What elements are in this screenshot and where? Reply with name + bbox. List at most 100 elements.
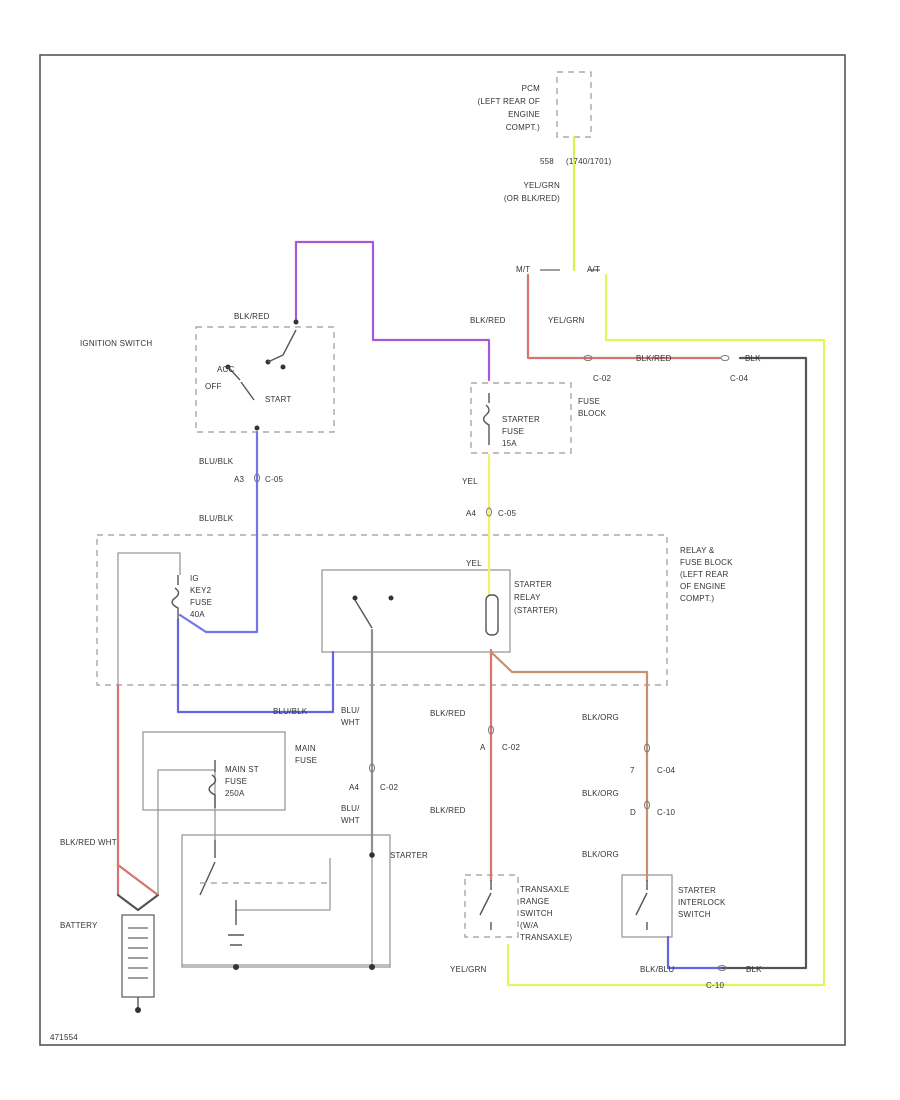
- ign-switch-arm: [240, 381, 255, 401]
- battery-ground-dot: [135, 1007, 141, 1013]
- starter-fuse-symbol: [482, 393, 490, 445]
- c10-pin: D: [630, 808, 636, 817]
- wire-battery-cross: [116, 893, 160, 912]
- connector-c02-b: [369, 763, 375, 773]
- ignition-switch-box: [195, 326, 335, 433]
- transaxle-1: TRANSAXLE: [520, 885, 569, 894]
- ign-switch-lever: [227, 329, 297, 381]
- pcm-label-4: COMPT.): [506, 123, 540, 132]
- fuse-block-title-1: FUSE: [578, 397, 600, 406]
- ign-acc-label: ACC: [217, 365, 235, 374]
- c02-b-conn: C-02: [380, 783, 398, 792]
- fuse-block-box: [470, 382, 572, 454]
- connector-c04-b: [644, 743, 650, 753]
- wire-blkred-2-label: BLK/RED: [636, 354, 672, 363]
- wire-blublk-ign: [178, 430, 259, 634]
- interlock-3: SWITCH: [678, 910, 711, 919]
- starter-motor-symbol: [228, 900, 244, 946]
- connector-c10-b: [717, 965, 727, 971]
- relay-block-title-3: (LEFT REAR: [680, 570, 729, 579]
- c04-b-pin: 7: [630, 766, 635, 775]
- wire-yelgrn-1-label: YEL/GRN: [548, 316, 585, 325]
- at-label: A/T: [587, 265, 600, 274]
- wire-blkblu: [666, 935, 722, 970]
- c04-b-conn: C-04: [657, 766, 675, 775]
- battery-body: [121, 914, 155, 998]
- main-fuse-title-1: MAIN: [295, 744, 316, 753]
- battery-cells: [128, 927, 148, 979]
- pcm-label-3: ENGINE: [508, 110, 540, 119]
- relay-block-title-2: FUSE BLOCK: [680, 558, 733, 567]
- starter-fuse-1: STARTER: [502, 415, 540, 424]
- c04-a-label: C-04: [730, 374, 748, 383]
- c10-b-label: C-10: [706, 981, 724, 990]
- transaxle-5: TRANSAXLE): [520, 933, 572, 942]
- relay-block-title-5: COMPT.): [680, 594, 714, 603]
- starter-terminal-dot: [369, 852, 375, 858]
- starter-solenoid-loop: [235, 858, 331, 911]
- connector-c10: [644, 800, 650, 810]
- wire-bluwht-2b: WHT: [341, 816, 360, 825]
- fuse-block-title-2: BLOCK: [578, 409, 607, 418]
- main-st-fuse-symbol: [208, 760, 217, 808]
- starter-motor-ground-dot: [233, 964, 239, 970]
- ign-start-label: START: [265, 395, 291, 404]
- interlock-2: INTERLOCK: [678, 898, 726, 907]
- pcm-label-2: (LEFT REAR OF: [478, 97, 540, 106]
- pcm-label-1: PCM: [522, 84, 541, 93]
- transaxle-switch-symbol: [479, 880, 492, 930]
- connector-c04-a: [720, 355, 730, 361]
- wire-bluwht-1a: BLU/: [341, 706, 360, 715]
- relay-contact-b: [388, 595, 394, 601]
- wire-blublk-2-label: BLU/BLK: [199, 514, 234, 523]
- mt-label: M/T: [516, 265, 530, 274]
- c02-a-label: C-02: [593, 374, 611, 383]
- wire-blkorg-2-label: BLK/ORG: [582, 789, 619, 798]
- wire-blkred-4-label: BLK/RED: [430, 806, 466, 815]
- wire-blkorg-1-label: BLK/ORG: [582, 713, 619, 722]
- figure-id: 471554: [50, 1033, 78, 1042]
- starter-relay-box: [321, 569, 511, 653]
- diagram-frame: [39, 54, 846, 1046]
- c02-c-conn: C-02: [502, 743, 520, 752]
- wire-blkred-1-label: BLK/RED: [470, 316, 506, 325]
- pcm-pin: 558: [540, 157, 554, 166]
- ig-fuse-1: IG: [190, 574, 199, 583]
- ig-fuse-2: KEY2: [190, 586, 212, 595]
- pcm-wire-1: YEL/GRN: [523, 181, 560, 190]
- ignition-switch-title: IGNITION SWITCH: [80, 339, 152, 348]
- ig-fuse-4: 40A: [190, 610, 205, 619]
- blk-label-bottom: BLK: [746, 965, 762, 974]
- starter-box: [181, 834, 391, 968]
- starter-fuse-3: 15A: [502, 439, 517, 448]
- wire-blkred-3-label: BLK/RED: [430, 709, 466, 718]
- relay-contact-a: [352, 595, 358, 601]
- starter-label: STARTER: [390, 851, 428, 860]
- battery-label: BATTERY: [60, 921, 98, 930]
- wire-bluwht-2a: BLU/: [341, 804, 360, 813]
- c10-conn: C-10: [657, 808, 675, 817]
- pcm-wire-2: (OR BLK/RED): [504, 194, 560, 203]
- wire-yel-1-label: YEL: [462, 477, 478, 486]
- starter-ground-dot: [369, 964, 375, 970]
- wire-blublk-3-label: BLU/BLK: [273, 707, 308, 716]
- wire-bluwht-1b: WHT: [341, 718, 360, 727]
- main-st-fuse-2: FUSE: [225, 777, 247, 786]
- pcm-box: [556, 71, 592, 138]
- starter-fuse-2: FUSE: [502, 427, 524, 436]
- wire-blublk-1-label: BLU/BLK: [199, 457, 234, 466]
- wire-yelgrn-2-label: YEL/GRN: [450, 965, 487, 974]
- wire-blkorg-3-label: BLK/ORG: [582, 850, 619, 859]
- ign-top-terminal: [293, 319, 299, 325]
- wire-yel-2-label: YEL: [466, 559, 482, 568]
- relay-switch-arm: [354, 599, 373, 629]
- main-fuse-box: [142, 731, 286, 811]
- starter-relay-2: RELAY: [514, 593, 541, 602]
- interlock-switch-symbol: [635, 880, 648, 930]
- wire-blkred-ign-purple: [294, 240, 491, 382]
- c05-b-pin: A4: [466, 509, 477, 518]
- relay-block-title-4: OF ENGINE: [680, 582, 726, 591]
- relay-fuse-block-box: [96, 534, 668, 686]
- ign-contact-start: [280, 364, 286, 370]
